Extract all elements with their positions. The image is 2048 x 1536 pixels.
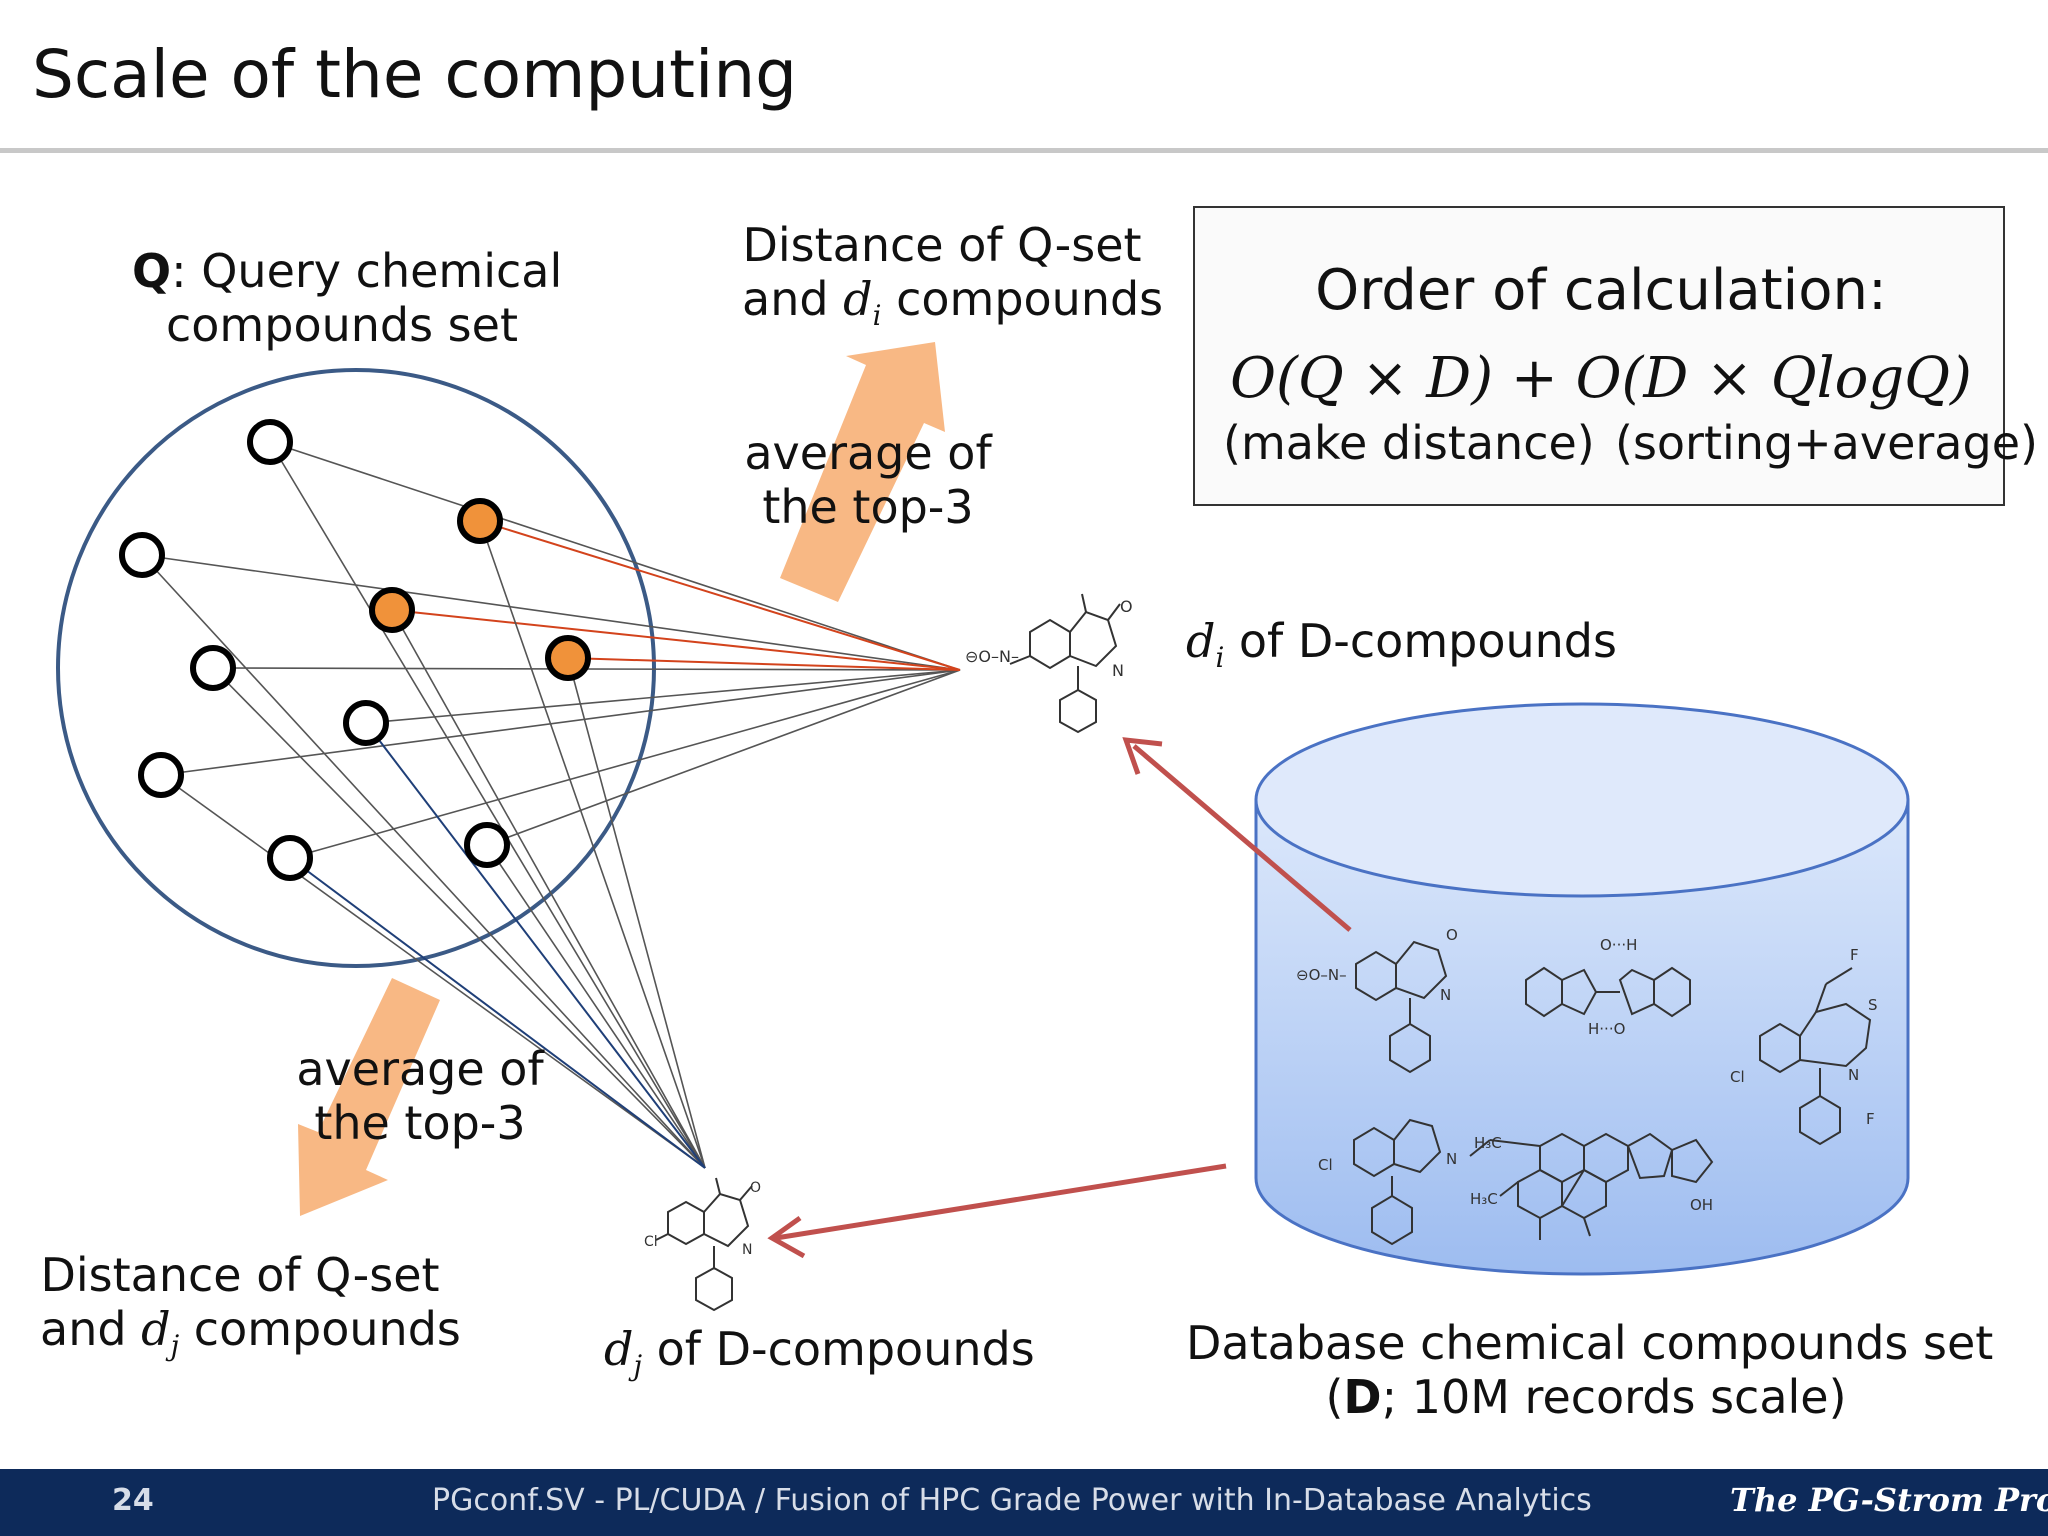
order-of-calculation-box: Order of calculation: O(Q × D) + O(D × Q… [1193,206,2038,506]
query-node [464,822,510,868]
svg-text:H···O: H···O [1588,1020,1625,1038]
svg-text:N: N [1446,1150,1457,1168]
query-node [190,645,236,691]
query-node [119,532,165,578]
svg-text:OH: OH [1690,1196,1713,1214]
top3-lines-di [391,520,961,671]
database-cylinder [1254,702,1910,1276]
svg-text:O···H: O···H [1600,936,1637,954]
top-average-label: average of the top-3 [744,426,992,534]
svg-text:N: N [1848,1066,1859,1084]
svg-text:O: O [1120,597,1133,616]
footer-brand: The PG-Strom Project [1730,1481,2048,1519]
dj-label: dj of D-compounds [604,1322,1035,1383]
database-atom-labels: ⊖O–N– N O O···H H···O Cl S N F F Cl N H₃… [1296,926,1878,1214]
order-formula: O(Q × D) + O(D × QlogQ) [1230,346,1972,411]
svg-text:O: O [750,1180,761,1196]
svg-text:F: F [1850,946,1859,964]
svg-text:O: O [1446,926,1458,944]
di-molecule-icon: ⊖O–N– N O [965,593,1133,734]
svg-text:N: N [742,1242,752,1258]
svg-text:Cl: Cl [1730,1068,1745,1086]
selection-arrows [767,737,1352,1259]
footer-text: PGconf.SV - PL/CUDA / Fusion of HPC Grad… [432,1483,1592,1518]
svg-text:H₃C: H₃C [1474,1134,1502,1152]
query-node [343,700,389,746]
svg-text:Cl: Cl [1318,1156,1333,1174]
svg-text:H₃C: H₃C [1470,1190,1498,1208]
average-arrow-up [780,342,945,602]
query-node [138,752,184,798]
query-node-highlight [369,587,415,633]
query-node-highlight [545,635,591,681]
order-title: Order of calculation: [1315,258,1887,323]
footer-bar: 24 PGconf.SV - PL/CUDA / Fusion of HPC G… [0,1469,2048,1536]
svg-text:S: S [1868,996,1878,1014]
database-label: Database chemical compounds set (D; 10M … [1186,1316,1994,1424]
bottom-average-label: average of the top-3 [296,1042,544,1150]
svg-text:N: N [1440,986,1451,1004]
top-distance-label: Distance of Q-set and di compounds [742,218,1164,333]
svg-text:⊖O–N–: ⊖O–N– [965,647,1019,666]
query-node [247,419,293,465]
bottom-distance-label: Distance of Q-set and dj compounds [40,1248,461,1363]
database-molecules [1353,940,1872,1246]
svg-text:Cl: Cl [644,1234,658,1250]
top3-lines-dj [289,722,706,1169]
svg-text:F: F [1866,1110,1875,1128]
query-set-circle [56,368,656,968]
query-set-label: Q: Query chemical compounds set [132,244,563,352]
title-divider [0,148,2048,153]
query-node [267,835,313,881]
svg-text:⊖O–N–: ⊖O–N– [1296,966,1347,984]
query-nodes [119,419,591,881]
diagram-canvas: ⊖O–N– N O Cl N O [56,342,1910,1312]
dj-molecule-icon: Cl N O [644,1177,761,1312]
order-sub-make-distance: (make distance) [1223,416,1595,470]
order-sub-sorting-average: (sorting+average) [1615,416,2038,470]
svg-text:N: N [1112,661,1124,680]
slide-title: Scale of the computing [32,36,798,113]
query-node-highlight [457,498,503,544]
di-label: di of D-compounds [1186,614,1617,675]
average-arrow-down [298,978,440,1216]
page-number: 24 [112,1483,154,1518]
distance-lines-dj [141,441,706,1169]
